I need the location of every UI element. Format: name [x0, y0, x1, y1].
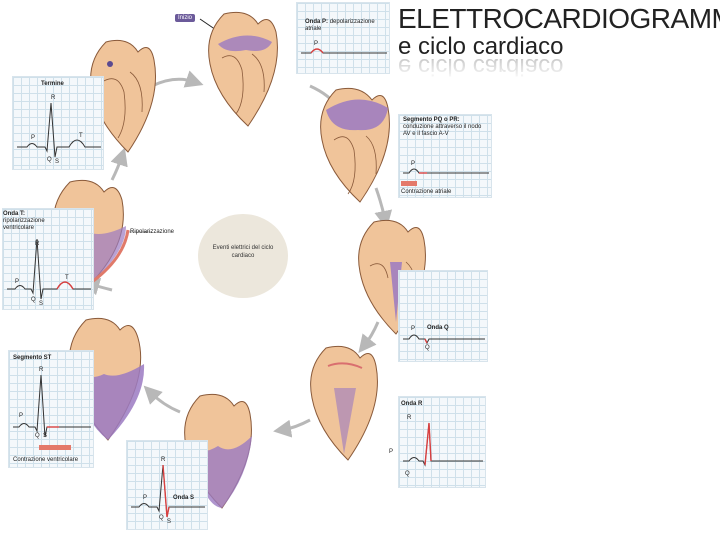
panel-p-title: Onda P: depolarizzazione atriale: [305, 19, 387, 33]
panel-q-title: Onda Q: [427, 325, 449, 331]
heart-2: [208, 11, 278, 127]
panel-s-title: Onda S: [173, 495, 195, 501]
wave-label: P: [389, 449, 394, 455]
contrazione-atriale-bar: [401, 181, 417, 186]
panel-onda-r: Onda R R P Q: [389, 396, 486, 488]
panel-st-caption: Contrazione ventricolare: [13, 457, 79, 463]
arrow-8: [110, 147, 128, 181]
wave-label: S: [167, 519, 172, 525]
wave-label: S: [39, 301, 44, 307]
panel-termine: Termine R P Q S T: [12, 76, 104, 170]
wave-label: R: [35, 241, 40, 247]
wave-label: P: [314, 41, 319, 47]
panel-r-title: Onda R: [401, 401, 423, 407]
arrow-6: [143, 385, 181, 414]
panel-st-title: Segmento ST: [13, 355, 52, 361]
wave-label: T: [65, 275, 69, 281]
panel-onda-p: Onda P: depolarizzazione atriale P: [296, 2, 390, 74]
arrow-5: [273, 418, 311, 438]
panel-p-desc: depolarizzazione atriale: [305, 19, 375, 32]
panel-t-title: Onda T:ripolarizzazione ventricolare: [3, 211, 61, 232]
panel-onda-q: Onda Q P Q: [398, 270, 488, 362]
panel-segmento-pq: Segmento PQ o PR:conduzione attraverso i…: [398, 114, 492, 198]
page-title: ELETTROCARDIOGRAMMA: [398, 3, 720, 34]
contrazione-ventricolare-bar: [39, 445, 71, 450]
wave-label: P: [19, 413, 24, 419]
page-subtitle: e ciclo cardiaco: [398, 33, 564, 60]
arrow-4: [358, 321, 380, 354]
wave-label: R: [51, 95, 56, 101]
wave-label: P: [143, 495, 148, 501]
wave-label: P: [411, 161, 416, 167]
panel-pq-title-text: Segmento PQ o PR:: [403, 117, 460, 123]
panel-end-title: Termine: [41, 81, 64, 87]
center-label-text: Eventi elettrici del ciclo cardiaco: [212, 245, 274, 259]
wave-label: R: [39, 367, 44, 373]
arrow-3: [374, 187, 393, 229]
wave-label: R: [161, 457, 166, 463]
wave-label: Q: [47, 157, 52, 163]
wave-label: S: [43, 433, 48, 439]
wave-label: S: [55, 159, 60, 165]
panel-t-desc: ripolarizzazione ventricolare: [3, 218, 45, 231]
panel-t-title-text: Onda T:: [3, 211, 25, 217]
panel-pq-caption: Contrazione atriale: [401, 189, 452, 195]
wave-label: T: [79, 133, 83, 139]
wave-label: Q: [405, 471, 410, 477]
arrow-1: [151, 70, 204, 88]
panel-pq-desc: conduzione attraverso il nodo AV e il fa…: [403, 124, 482, 137]
wave-label: P: [15, 279, 20, 285]
panel-segmento-st: Segmento ST R P Q S Contrazione ventrico…: [8, 350, 94, 468]
ripolarizzazione-label: Ripolarizzazione: [130, 229, 175, 235]
panel-pq-title: Segmento PQ o PR:conduzione attraverso i…: [403, 117, 489, 138]
panel-onda-t: Onda T:ripolarizzazione ventricolare R P…: [2, 208, 94, 310]
wave-label: P: [411, 326, 416, 332]
wave-label: R: [407, 415, 412, 421]
start-tag: Inizio: [175, 14, 196, 22]
wave-label: Q: [31, 297, 36, 303]
panel-p-title-text: Onda P:: [305, 19, 329, 25]
heart-5: [310, 345, 378, 461]
wave-label: Q: [35, 433, 40, 439]
panel-onda-s: Onda S R P Q S: [126, 440, 208, 530]
center-label: Eventi elettrici del ciclo cardiaco: [198, 214, 288, 298]
heart-3: [320, 87, 390, 203]
wave-label: P: [31, 135, 36, 141]
wave-label: Q: [159, 515, 164, 521]
wave-label: Q: [425, 345, 430, 351]
